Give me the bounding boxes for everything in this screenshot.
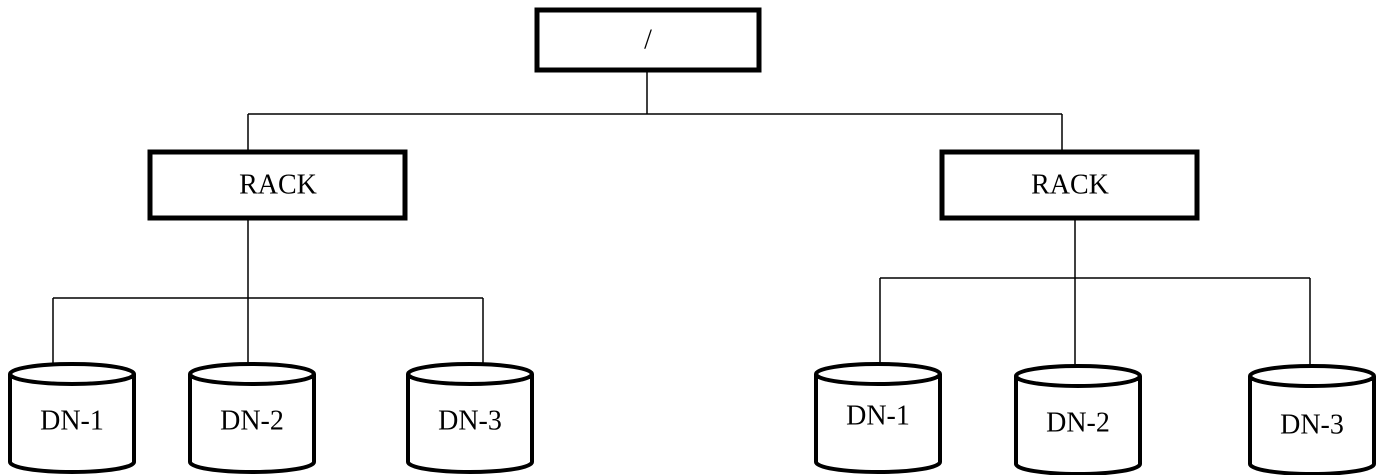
cylinder-icon: [1014, 364, 1142, 475]
cylinder-icon: [406, 362, 534, 474]
rack-2-node-1: DN-1: [814, 362, 942, 474]
rack-2-box: [939, 149, 1200, 221]
root-label: /: [644, 25, 652, 56]
rack-1-node-2: DN-2: [188, 362, 316, 474]
cylinder-icon: [8, 362, 136, 474]
rack-2-node-3: DN-3: [1248, 364, 1376, 475]
cylinder-icon: [814, 362, 942, 474]
cylinder-icon: [1248, 364, 1376, 475]
rack-1-node-1: DN-1: [8, 362, 136, 474]
rack-2-node-1-label: DN-1: [846, 401, 910, 432]
connectors: [52, 72, 1311, 366]
rack-2-node-2: DN-2: [1014, 364, 1142, 475]
rack-1-node-2-label: DN-2: [220, 406, 284, 437]
rack-2-label: RACK: [1031, 170, 1109, 201]
cylinder-icon: [188, 362, 316, 474]
rack-1-node-3: DN-3: [406, 362, 534, 474]
root-box: [534, 7, 762, 73]
rack-1: RACK: [147, 149, 408, 221]
root-node: /: [534, 7, 762, 73]
rack-1-node-1-label: DN-1: [40, 406, 104, 437]
rack-1-node-3-label: DN-3: [438, 406, 502, 437]
rack-2: RACK: [939, 149, 1200, 221]
rack-1-box: [147, 149, 408, 221]
rack-2-node-2-label: DN-2: [1046, 408, 1110, 439]
rack-1-label: RACK: [239, 170, 317, 201]
rack-2-node-3-label: DN-3: [1280, 410, 1344, 441]
